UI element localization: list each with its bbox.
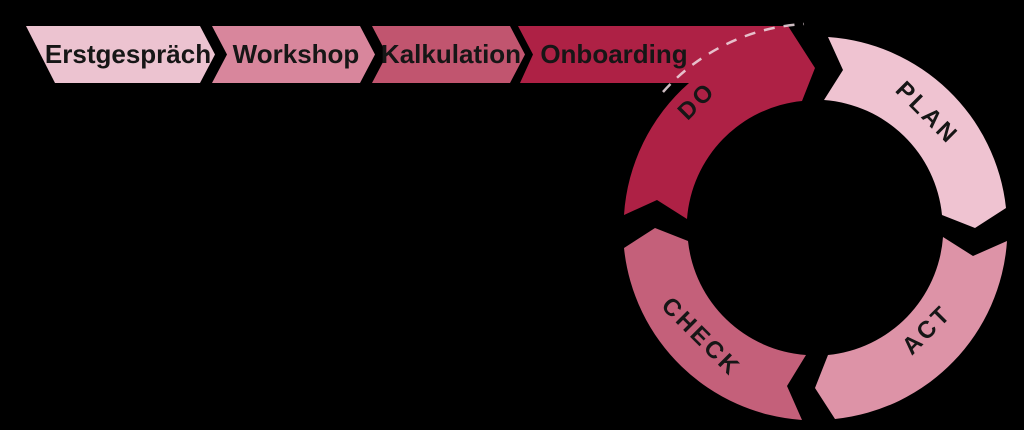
step-label-onboarding: Onboarding [540,39,687,69]
step-label-kalkulation: Kalkulation [381,39,521,69]
chevron-step-onboarding-do-segment [518,26,815,219]
ring-segment-check [624,228,806,420]
step-label-erstgespraech: Erstgespräch [45,39,211,69]
chevron-step-workshop [212,26,375,83]
ring-segment-plan [824,37,1006,228]
step-label-workshop: Workshop [233,39,360,69]
chevron-step-erstgespraech [26,26,215,83]
ring-segment-act [815,237,1007,419]
chevron-step-kalkulation [372,26,525,83]
flow-dashed-arc [662,22,805,93]
